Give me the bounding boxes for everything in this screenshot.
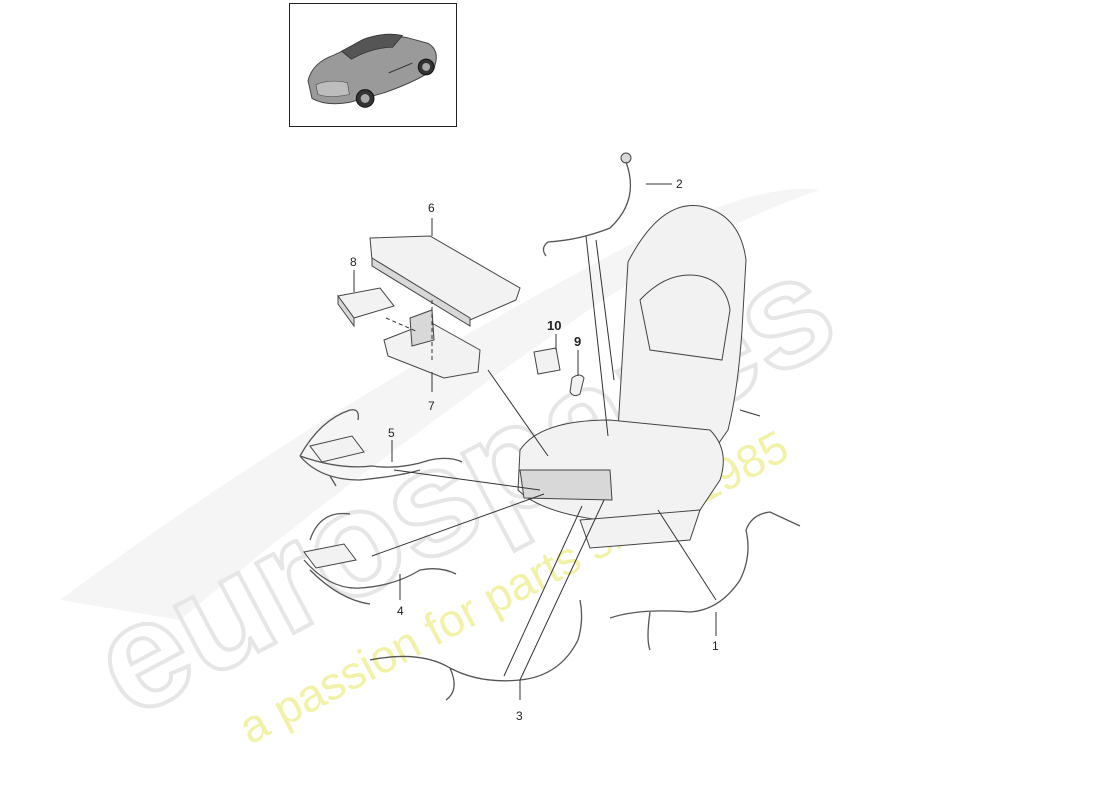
watermark-swoosh xyxy=(60,188,820,620)
part-2-cable xyxy=(542,152,632,257)
part-10-module xyxy=(533,347,561,375)
callout-4: 4 xyxy=(397,604,404,618)
callout-3: 3 xyxy=(516,709,523,723)
callout-8: 8 xyxy=(350,255,357,269)
part-4-harness xyxy=(303,512,457,605)
leader-lines xyxy=(353,183,717,700)
callout-7: 7 xyxy=(428,399,435,413)
car-thumbnail-icon xyxy=(307,33,437,108)
part-9-switch xyxy=(569,374,585,397)
part-1-harness xyxy=(609,511,801,651)
part-8-control-unit xyxy=(337,287,395,328)
seat-assembly xyxy=(517,204,761,549)
callout-1: 1 xyxy=(712,639,719,653)
callout-5: 5 xyxy=(388,426,395,440)
part-6-cushion-module xyxy=(369,235,521,327)
vehicle-thumbnail xyxy=(289,3,457,127)
callout-10: 10 xyxy=(547,318,561,333)
callout-9: 9 xyxy=(574,334,581,349)
callout-2: 2 xyxy=(676,177,683,191)
part-5-harness xyxy=(299,409,463,487)
callout-6: 6 xyxy=(428,201,435,215)
